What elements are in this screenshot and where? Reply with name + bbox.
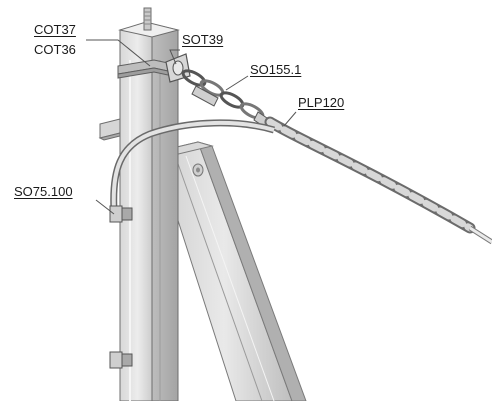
strut-bolt-icon (192, 163, 204, 177)
threaded-rod-icon (143, 7, 152, 31)
leader-so75 (95, 199, 115, 215)
label-sot39: SOT39 (182, 32, 224, 47)
label-cot37: COT37 (34, 22, 76, 37)
cable-clamp-upper-icon (109, 205, 133, 223)
dead-end-grip (264, 116, 492, 245)
diagonal-strut (154, 141, 307, 402)
leader-lines (86, 39, 297, 215)
vertical-post (118, 7, 180, 402)
cable-clamp-lower-icon (109, 351, 133, 369)
leader-plp120 (283, 111, 297, 127)
leader-cot37 (86, 39, 151, 67)
leader-so155 (225, 75, 249, 91)
chain-links (181, 69, 265, 120)
leader-sot39 (169, 49, 180, 65)
label-plp120: PLP120 (298, 95, 345, 110)
guard-cable (110, 119, 275, 211)
label-so155: SO155.1 (250, 62, 302, 77)
label-so75: SO75.100 (14, 184, 73, 199)
label-cot36: COT36 (34, 42, 76, 57)
